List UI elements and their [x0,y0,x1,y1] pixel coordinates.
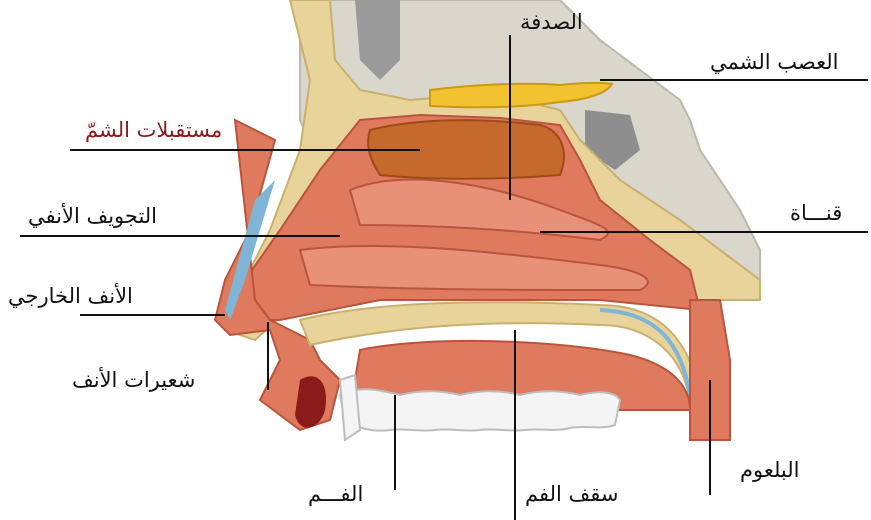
label-olfactory-nerve: العصب الشمي [710,52,838,73]
label-nose-hairs: شعيرات الأنف [72,370,195,391]
label-palate: سقف الفم [525,484,618,505]
upper-teeth [340,389,620,430]
label-shell: الصدفة [520,12,583,33]
label-external-nose: الأنف الخارجي [8,286,133,307]
label-canal: قنـــاة [790,203,842,224]
label-nasal-cavity: التجويف الأنفي [28,206,157,227]
label-mouth: الفـــم [308,484,363,505]
label-smell-receptors: مستقبلات الشمّ [85,120,222,141]
label-pharynx: البلعوم [740,460,800,481]
